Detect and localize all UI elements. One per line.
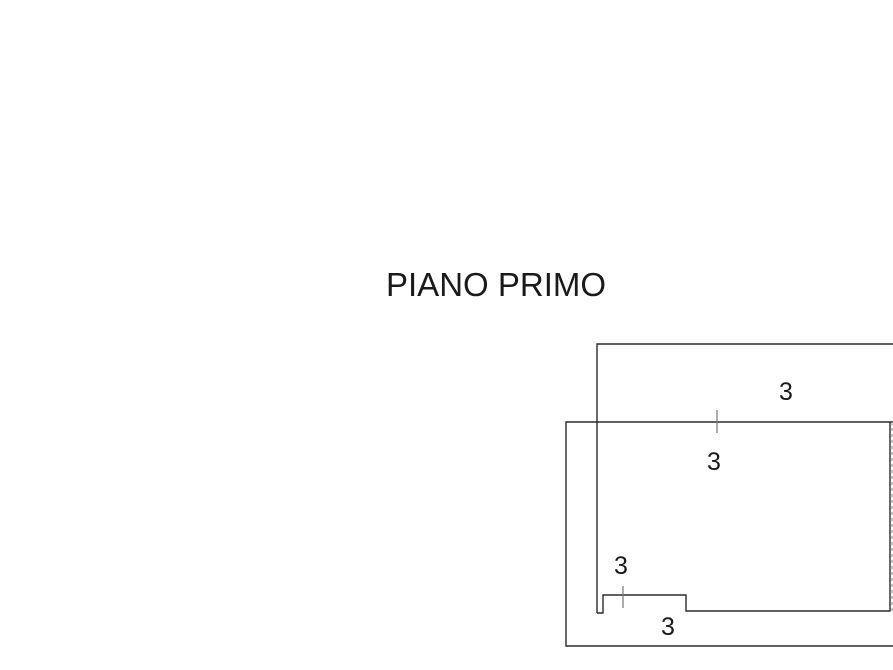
plan-title: PIANO PRIMO <box>386 266 606 303</box>
top-room-outline <box>596 343 893 613</box>
area-label-top-room: 3 <box>779 378 793 406</box>
area-label-upper-room: 3 <box>707 448 721 476</box>
inner-room-outline <box>597 422 891 614</box>
outer-room-outline <box>565 421 893 647</box>
area-label-bottom: 3 <box>661 613 675 641</box>
area-label-left-small: 3 <box>614 552 628 580</box>
